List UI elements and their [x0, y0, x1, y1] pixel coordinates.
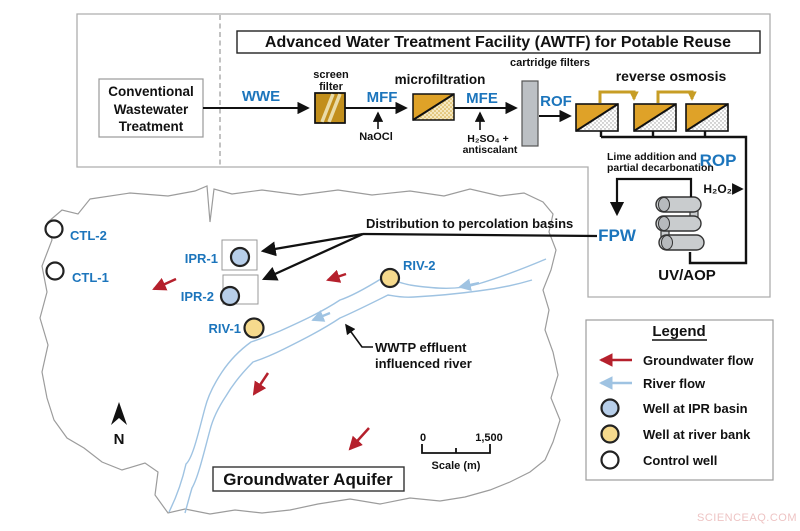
aquifer-title-box: Groundwater Aquifer [212, 466, 405, 492]
uv-cylinder [655, 196, 702, 213]
svg-text:filter: filter [319, 81, 344, 93]
svg-text:WWTP effluent: WWTP effluent [375, 340, 467, 355]
stream-rop: ROP [700, 151, 737, 170]
svg-text:Treatment: Treatment [119, 119, 184, 134]
svg-text:Wastewater: Wastewater [114, 102, 189, 117]
svg-text:River flow: River flow [643, 376, 706, 391]
well-riv2: RIV-2 [379, 258, 436, 289]
legend-title: Legend [652, 323, 705, 340]
svg-text:0: 0 [420, 432, 426, 444]
svg-text:microfiltration: microfiltration [395, 72, 486, 87]
svg-text:Well at river bank: Well at river bank [643, 427, 751, 442]
svg-text:H₂O₂: H₂O₂ [703, 182, 732, 196]
groundwater-flow-arrow [348, 427, 370, 451]
svg-text:UV/AOP: UV/AOP [658, 267, 716, 284]
svg-text:cartridge filters: cartridge filters [510, 57, 590, 69]
figure-title: Advanced Water Treatment Facility (AWTF)… [265, 34, 731, 51]
conventional-treatment-box: Conventional Wastewater Treatment [98, 78, 204, 138]
facility-outline [76, 13, 771, 298]
stream-mfe: MFE [466, 90, 498, 107]
aquifer-boundary [39, 185, 561, 515]
river-bank-well-icon [600, 424, 620, 444]
svg-text:Groundwater Aquifer: Groundwater Aquifer [223, 470, 393, 489]
svg-text:RIV-1: RIV-1 [208, 321, 241, 336]
svg-text:NaOCl: NaOCl [359, 131, 393, 143]
well-ipr2: IPR-2 [181, 274, 259, 307]
legend-item-groundwater-flow: Groundwater flow [598, 353, 754, 368]
control-well-icon [600, 450, 620, 470]
svg-text:Control well: Control well [643, 453, 717, 468]
svg-text:IPR-2: IPR-2 [181, 289, 214, 304]
svg-text:Well at IPR basin: Well at IPR basin [643, 401, 748, 416]
stream-rof: ROF [540, 93, 572, 110]
lime-note-line2: partial decarbonation [607, 162, 714, 174]
fpw-pipe [609, 177, 693, 217]
svg-text:IPR-1: IPR-1 [185, 251, 218, 266]
stream-wwe: WWE [242, 88, 280, 105]
rop-pipe [599, 131, 748, 265]
ro-module [633, 103, 677, 132]
svg-text:Conventional: Conventional [108, 84, 194, 99]
svg-text:1,500: 1,500 [475, 432, 503, 444]
svg-text:reverse osmosis: reverse osmosis [616, 68, 727, 84]
ro-module [575, 103, 619, 132]
river-flow-arrow [458, 278, 480, 291]
river-flow-arrow [311, 310, 331, 322]
uv-cylinder [658, 234, 705, 251]
scale-bar: 0 1,500 Scale (m) [420, 432, 503, 472]
well-ctl1: CTL-1 [45, 261, 109, 285]
well-ctl2: CTL-2 [44, 219, 107, 243]
svg-text:CTL-2: CTL-2 [70, 228, 107, 243]
river [168, 258, 547, 514]
legend-item-river-bank-well: Well at river bank [600, 424, 751, 444]
stream-fpw: FPW [598, 226, 637, 245]
microfiltration-unit: microfiltration [395, 72, 486, 121]
svg-text:CTL-1: CTL-1 [72, 270, 109, 285]
uv-cylinder [655, 215, 702, 232]
north-arrow: N [111, 402, 127, 448]
watermark: SCIENCEAQ.COM [697, 512, 797, 524]
well-ipr1: IPR-1 [185, 239, 258, 271]
title-box [236, 30, 761, 54]
wwtp-river-callout: WWTP effluent influenced river [345, 323, 472, 371]
legend-item-river-flow: River flow [598, 376, 706, 391]
svg-text:Groundwater flow: Groundwater flow [643, 353, 754, 368]
naocl-dosing: NaOCl [359, 111, 393, 143]
svg-text:N: N [114, 431, 125, 448]
ipr-well-icon [600, 398, 620, 418]
ro-module [685, 103, 729, 132]
svg-text:H₂SO₄ +: H₂SO₄ + [467, 133, 508, 145]
groundwater-flow-arrows [152, 269, 370, 451]
well-riv1: RIV-1 [208, 317, 265, 339]
screen-filter-unit: screen filter [313, 69, 349, 124]
groundwater-flow-arrow [252, 372, 270, 396]
lime-note-line1: Lime addition and [607, 151, 697, 163]
distribution-callout: Distribution to percolation basins [260, 216, 598, 281]
svg-text:RIV-2: RIV-2 [403, 258, 436, 273]
reverse-osmosis-unit: reverse osmosis [575, 68, 729, 132]
svg-text:influenced river: influenced river [375, 356, 472, 371]
svg-text:screen: screen [313, 69, 349, 81]
h2so4-dosing: H₂SO₄ + antiscalant [463, 111, 518, 156]
legend-box [585, 319, 774, 481]
h2o2-dosing: H₂O₂ [703, 182, 744, 196]
legend-item-control-well: Control well [600, 450, 717, 470]
groundwater-flow-arrow [152, 277, 177, 291]
cartridge-filters-unit: cartridge filters [510, 57, 590, 147]
stream-mff: MFF [367, 89, 398, 106]
uv-aop-unit: UV/AOP [655, 196, 716, 284]
svg-text:Distribution to percolation ba: Distribution to percolation basins [366, 216, 573, 231]
process-flow-lines [203, 101, 572, 123]
svg-text:antiscalant: antiscalant [463, 144, 518, 156]
groundwater-flow-arrow [326, 269, 347, 283]
legend: Legend Groundwater flow River flow Well … [585, 319, 774, 481]
svg-text:Scale (m): Scale (m) [432, 460, 481, 472]
legend-item-ipr-well: Well at IPR basin [600, 398, 748, 418]
